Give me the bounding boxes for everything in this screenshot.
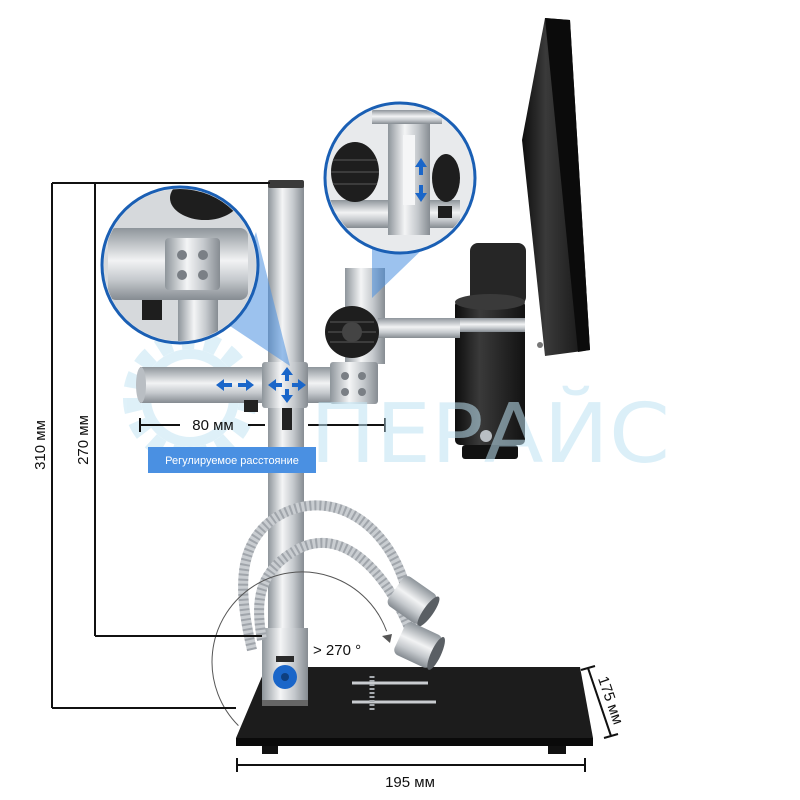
dimension-195 xyxy=(236,758,586,772)
dimension-270 xyxy=(94,183,262,637)
dimension-195-label: 195 мм xyxy=(385,774,435,791)
clamp-lock-screw xyxy=(282,408,292,430)
arm-lock-screw xyxy=(244,400,258,412)
gooseneck-lamp-arms xyxy=(238,500,415,652)
adjustable-distance-label: Регулируемое расстояние xyxy=(165,455,299,467)
focus-knob xyxy=(325,306,379,358)
camera-body xyxy=(455,294,525,459)
monitor-mount xyxy=(470,243,526,305)
zoom-beam-bracket xyxy=(372,242,430,298)
lamp-head-lower xyxy=(394,622,445,670)
dimension-80 xyxy=(139,418,386,432)
pole-top-cap xyxy=(268,180,304,188)
arrows-up-down-icon xyxy=(415,158,427,202)
dimension-310-label: 310 мм xyxy=(32,420,49,470)
dimension-310 xyxy=(51,182,270,709)
arrows-left-right-icon xyxy=(216,379,254,391)
zoom-inset-arm-clamp xyxy=(100,185,260,345)
monitor xyxy=(522,18,590,356)
dimension-80-label: 80 мм xyxy=(192,417,233,434)
watermark-text: ПЕРАЙС xyxy=(310,385,670,482)
zoom-beam-arm xyxy=(224,232,290,366)
rotation-arc xyxy=(211,571,388,726)
arrows-vertical-horizontal-icon xyxy=(268,367,306,403)
dimension-175 xyxy=(580,665,619,739)
zoom-inset-focus-slide xyxy=(323,101,477,255)
specimen-clips xyxy=(352,676,436,712)
rotation-label: > 270 ° xyxy=(313,642,361,659)
pole-base-block xyxy=(262,628,308,706)
dimension-270-label: 270 мм xyxy=(75,415,92,465)
rotation-arrow-icon xyxy=(382,634,392,643)
camera-clamp-block xyxy=(330,362,378,404)
arm-pole-clamp xyxy=(262,362,308,408)
adjustable-distance-badge: Регулируемое расстояние xyxy=(148,447,316,473)
lamp-head-upper xyxy=(387,576,440,627)
